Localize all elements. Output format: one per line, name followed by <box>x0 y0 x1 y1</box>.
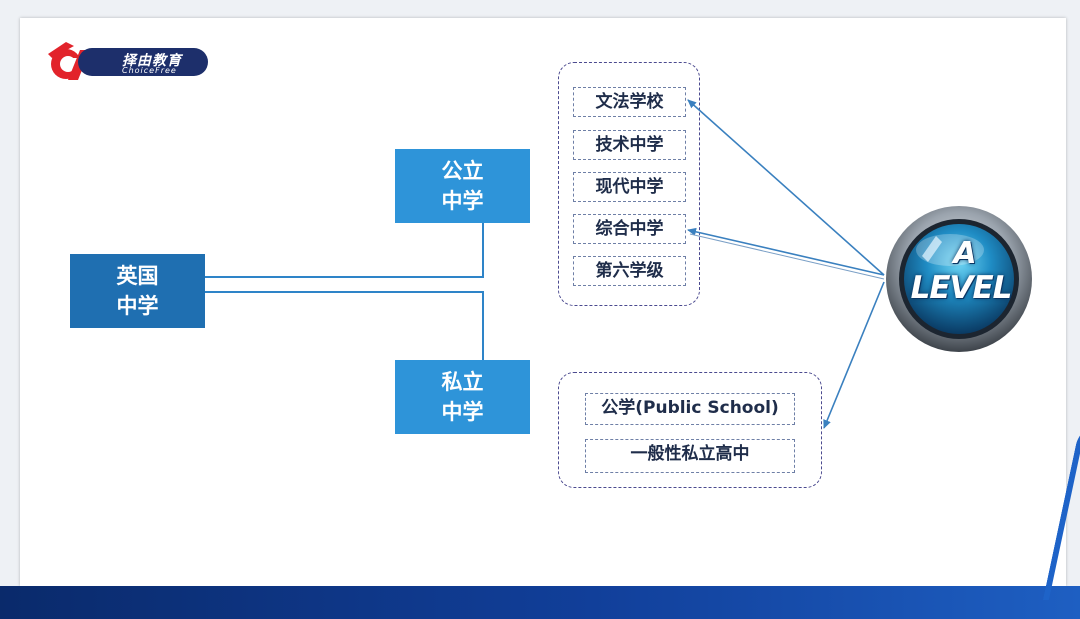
connector-private-up <box>482 291 484 361</box>
choicefree-logo: 择由教育 ChoiceFree <box>44 40 219 82</box>
uk-secondary-node: 英国 中学 <box>70 254 205 328</box>
a-level-badge: A LEVEL <box>884 206 1034 356</box>
private-line2: 中学 <box>441 400 484 424</box>
connector-root-bottom <box>205 291 484 293</box>
private-line1: 私立 <box>441 370 484 394</box>
school-technical: 技术中学 <box>573 130 686 160</box>
uk-secondary-line1: 英国 <box>116 264 159 288</box>
school-grammar: 文法学校 <box>573 87 686 117</box>
connector-root-top <box>205 276 484 278</box>
connector-public-down <box>482 222 484 278</box>
logo-badge <box>78 48 208 76</box>
school-public-school: 公学(Public School) <box>585 393 795 425</box>
logo-brand-cn: 择由教育 <box>122 53 182 69</box>
bottom-band <box>0 586 1080 619</box>
a-level-text-level: LEVEL <box>910 270 1013 306</box>
logo-brand-en: ChoiceFree <box>122 66 177 75</box>
uk-secondary-line2: 中学 <box>116 294 159 318</box>
public-line2: 中学 <box>441 189 484 213</box>
a-level-text-a: A <box>953 236 977 271</box>
school-sixth-form: 第六学级 <box>573 256 686 286</box>
a-level-badge-icon <box>886 206 1032 352</box>
private-school-node: 私立 中学 <box>395 360 530 434</box>
public-school-node: 公立 中学 <box>395 149 530 223</box>
school-general-private: 一般性私立高中 <box>585 439 795 473</box>
school-comprehensive: 综合中学 <box>573 214 686 244</box>
school-modern: 现代中学 <box>573 172 686 202</box>
private-schools-group <box>558 372 822 488</box>
public-line1: 公立 <box>441 159 484 183</box>
